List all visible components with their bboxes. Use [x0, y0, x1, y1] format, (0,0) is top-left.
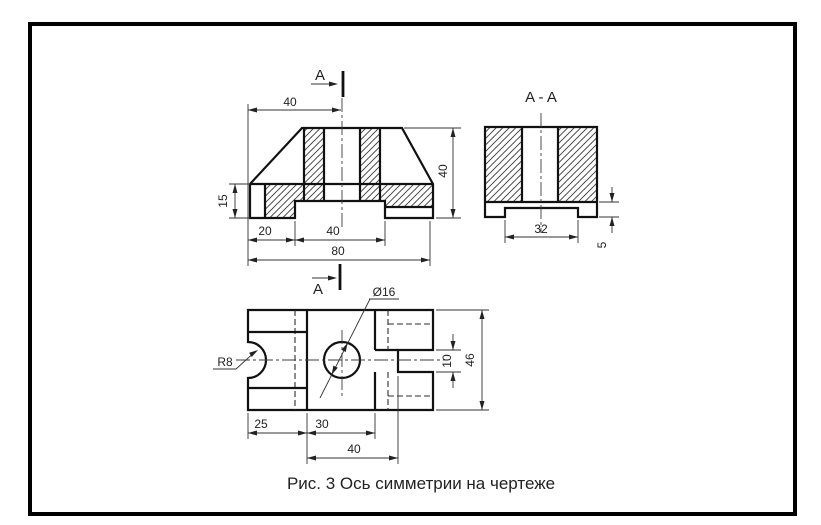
arrowhead	[295, 237, 304, 243]
arrowhead	[341, 342, 348, 352]
arrowhead	[232, 184, 238, 193]
arrowhead	[479, 310, 485, 319]
arrowhead	[421, 257, 430, 263]
dim-label: 5	[595, 241, 609, 248]
arrowhead	[389, 455, 398, 461]
notch-radius-callout: R8	[213, 350, 258, 370]
arrowhead	[569, 234, 578, 240]
top-view-outline	[246, 308, 435, 412]
arrowhead	[307, 455, 316, 461]
notch-radius-label: R8	[217, 355, 233, 369]
drawing-frame	[28, 22, 797, 516]
hatch-left-block	[485, 127, 522, 202]
arrowhead	[248, 430, 257, 436]
cutting-plane-arrowhead	[328, 275, 337, 281]
dim-label: 15	[216, 194, 230, 208]
arrowhead	[479, 401, 485, 410]
arrowhead	[248, 257, 257, 263]
hole-diameter-label: Ø16	[373, 285, 396, 299]
dimension-hole-offset: 30	[307, 413, 376, 439]
section-view-aa: A - A 32 5	[483, 89, 619, 248]
dimension-left-segment: 25	[247, 413, 308, 464]
dim-label: 40	[347, 442, 361, 456]
arrowhead	[331, 365, 338, 375]
dimension-depth: 46	[436, 309, 489, 411]
cut-letter-bottom: A	[313, 281, 323, 298]
cutting-plane-marker-top: A	[311, 67, 345, 97]
arrowhead	[450, 372, 456, 381]
arrowhead	[232, 209, 238, 218]
figure-caption: Рис. 3 Ось симметрии на чертеже	[287, 474, 555, 493]
hole-diameter-callout: Ø16	[319, 285, 399, 399]
dim-label: 46	[463, 353, 477, 367]
dim-label: 30	[315, 417, 329, 431]
dimension-step-height: 15	[216, 183, 250, 219]
dimension-foot-height: 5	[595, 187, 619, 248]
front-outline	[248, 126, 435, 220]
section-outline	[483, 125, 599, 219]
dimension-slot-offset: 40	[307, 376, 399, 464]
arrowhead	[332, 107, 341, 113]
arrowhead	[505, 234, 514, 240]
arrowhead	[249, 350, 258, 357]
arrowhead	[248, 107, 257, 113]
arrowhead	[298, 430, 307, 436]
arrowhead	[248, 237, 257, 243]
front-view: A 40 15 20	[216, 67, 461, 266]
arrowhead	[609, 193, 615, 202]
dimension-total-width: 80	[248, 221, 431, 266]
dim-label: 25	[254, 417, 268, 431]
cutting-plane-marker-bottom: A	[312, 264, 342, 298]
hatch-right-band	[385, 184, 433, 207]
dim-label: 20	[258, 224, 272, 238]
cutting-plane-arrowhead	[329, 81, 338, 87]
hatch-right-block	[558, 127, 597, 202]
section-title: A - A	[525, 89, 557, 106]
hatch-left-foot	[265, 184, 295, 218]
dim-label: 40	[326, 224, 340, 238]
arrowhead	[286, 237, 295, 243]
dimension-foot: 20	[248, 221, 296, 246]
dimension-section-notch: 32	[504, 220, 579, 243]
arrowhead	[376, 237, 385, 243]
hatch-right-band-piece	[380, 184, 385, 201]
dim-label: 10	[440, 354, 454, 368]
dimension-top-half-width: 40	[247, 95, 341, 266]
cut-letter-top: A	[315, 67, 325, 84]
top-view: A Ø16 R8	[213, 264, 489, 464]
hatch-right-hole-wall	[360, 128, 380, 201]
dimension-notch-width: 40	[295, 221, 386, 246]
arrowhead	[609, 217, 615, 226]
arrowhead	[450, 209, 456, 218]
arrowhead	[450, 341, 456, 350]
hatch-left-band-piece	[295, 184, 304, 201]
dim-label: 40	[436, 164, 450, 178]
dim-label: 32	[534, 222, 548, 236]
arrowhead	[450, 128, 456, 137]
dimension-slot-width: 10	[436, 334, 461, 388]
dim-label: 40	[283, 95, 297, 109]
dimension-height: 40	[404, 127, 461, 219]
dim-label: 80	[331, 244, 345, 258]
arrowhead	[366, 430, 375, 436]
arrowhead	[307, 430, 316, 436]
hatch-left-hole-wall	[304, 128, 324, 201]
